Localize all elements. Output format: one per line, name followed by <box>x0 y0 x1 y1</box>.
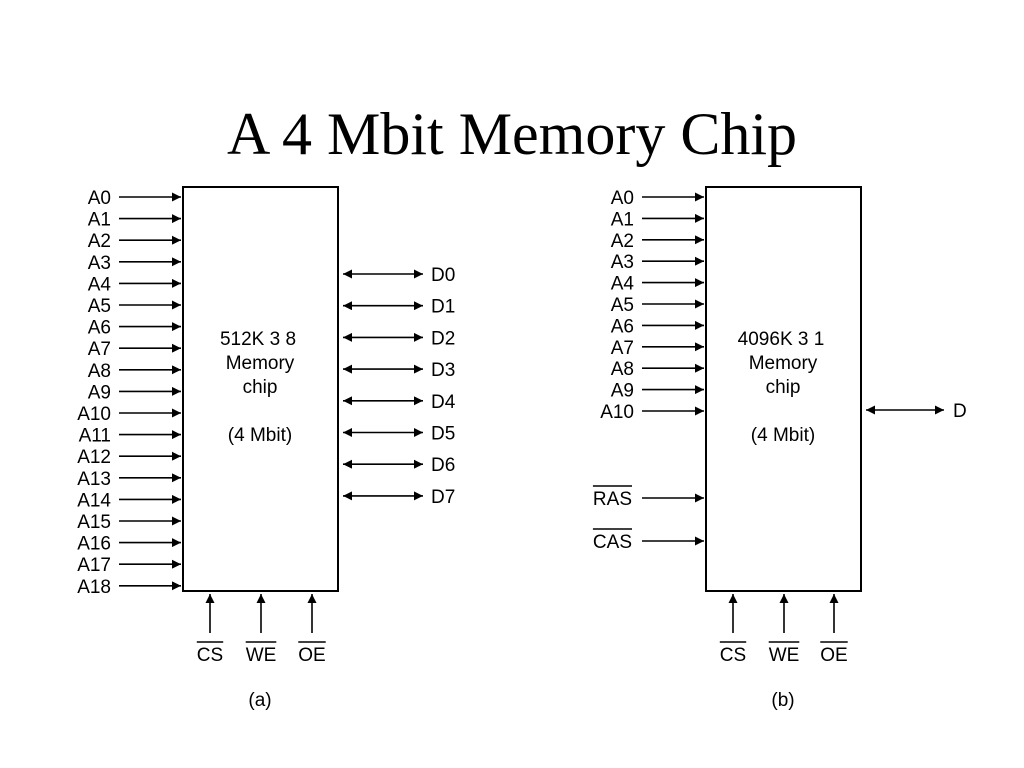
chip-b-caption: (b) <box>771 690 794 711</box>
chip-b-pin-label-a2: A2 <box>611 231 634 252</box>
chip-a-pin-label-oe: OE <box>298 645 325 666</box>
chip-a-pin-label-we: WE <box>246 645 277 666</box>
chip-b-pin-label-a0: A0 <box>611 188 634 209</box>
chip-b-pin-label-a9: A9 <box>611 381 634 402</box>
chip-b-memory-label: Memory <box>749 353 818 374</box>
chip-a-pin-label-a10: A10 <box>77 404 111 425</box>
chip-a-size-label: (4 Mbit) <box>228 425 292 446</box>
chip-a-pin-label-a1: A1 <box>88 210 111 231</box>
chip-a-pin-label-a2: A2 <box>88 231 111 252</box>
chip-a-pin-label-a18: A18 <box>77 577 111 598</box>
chip-b-chip-label: chip <box>766 377 801 398</box>
chip-b-size-label: (4 Mbit) <box>751 425 815 446</box>
chip-a-pin-label-a7: A7 <box>88 339 111 360</box>
chip-a-group: 512K 3 8 Memory chip (4 Mbit) A0A1A2A3A4… <box>77 186 456 711</box>
chip-a-pin-label-a4: A4 <box>88 274 112 295</box>
chip-b-group: 4096K 3 1 Memory chip (4 Mbit) A0A1A2A3A… <box>592 186 967 711</box>
chip-b-data-pin: D <box>866 401 967 422</box>
chip-b-body <box>705 186 862 592</box>
chip-b-control-pins: CS WE OE <box>719 594 848 666</box>
chip-b-pin-label-a5: A5 <box>611 295 634 316</box>
chip-a-pin-label-a3: A3 <box>88 253 111 274</box>
chip-b-strobe-pins: RAS CAS <box>592 485 704 553</box>
chip-b-pin-label-a7: A7 <box>611 338 634 359</box>
chip-a-control-pins: CS WE OE <box>196 594 326 666</box>
chip-a-pin-label-d3: D3 <box>431 360 455 381</box>
chip-b-pin-label-d: D <box>953 401 967 422</box>
chip-a-pin-label-a6: A6 <box>88 318 111 339</box>
chip-a-pin-label-d6: D6 <box>431 455 455 476</box>
chip-a-pin-label-a9: A9 <box>88 382 111 403</box>
chip-a-pin-label-a0: A0 <box>88 188 111 209</box>
chip-a-organization-label: 512K 3 8 <box>220 329 296 350</box>
chip-a-pin-label-a13: A13 <box>77 469 111 490</box>
chip-a-pin-label-a16: A16 <box>77 534 111 555</box>
chip-b-organization-label: 4096K 3 1 <box>738 329 825 350</box>
chip-a-pin-label-a14: A14 <box>77 490 111 511</box>
chip-a-address-pins: A0A1A2A3A4A5A6A7A8A9A10A11A12A13A14A15A1… <box>77 188 181 598</box>
chip-b-pin-label-a4: A4 <box>611 274 635 295</box>
chip-a-pin-label-d5: D5 <box>431 424 455 445</box>
chip-a-pin-label-d0: D0 <box>431 265 455 286</box>
chip-a-caption: (a) <box>248 690 271 711</box>
chip-a-pin-label-cs: CS <box>197 645 223 666</box>
chip-b-pin-label-a10: A10 <box>600 402 634 423</box>
chip-a-pin-label-a5: A5 <box>88 296 111 317</box>
slide-title: A 4 Mbit Memory Chip <box>226 101 798 167</box>
chip-a-pin-label-a17: A17 <box>77 555 111 576</box>
chip-b-pin-label-a6: A6 <box>611 316 634 337</box>
chip-a-pin-label-a8: A8 <box>88 361 111 382</box>
chip-b-pin-label-we: WE <box>769 645 800 666</box>
chip-a-pin-label-d7: D7 <box>431 487 455 508</box>
chip-b-pin-label-cs: CS <box>720 645 746 666</box>
chip-a-chip-label: chip <box>243 377 278 398</box>
chip-b-pin-label-a3: A3 <box>611 252 634 273</box>
chip-b-pin-label-cas: CAS <box>593 532 632 553</box>
chip-a-pin-label-d4: D4 <box>431 392 456 413</box>
chip-a-memory-label: Memory <box>226 353 295 374</box>
chip-a-pin-label-a15: A15 <box>77 512 111 533</box>
chip-a-pin-label-a12: A12 <box>77 447 111 468</box>
chip-a-pin-label-d2: D2 <box>431 328 455 349</box>
chip-b-pin-label-ras: RAS <box>593 489 632 510</box>
chip-a-pin-label-a11: A11 <box>79 426 111 447</box>
chip-a-pin-label-d1: D1 <box>431 297 455 318</box>
chip-b-pin-label-oe: OE <box>820 645 847 666</box>
chip-b-pin-label-a1: A1 <box>611 209 634 230</box>
chip-a-body <box>182 186 339 592</box>
chip-b-pin-label-a8: A8 <box>611 359 634 380</box>
